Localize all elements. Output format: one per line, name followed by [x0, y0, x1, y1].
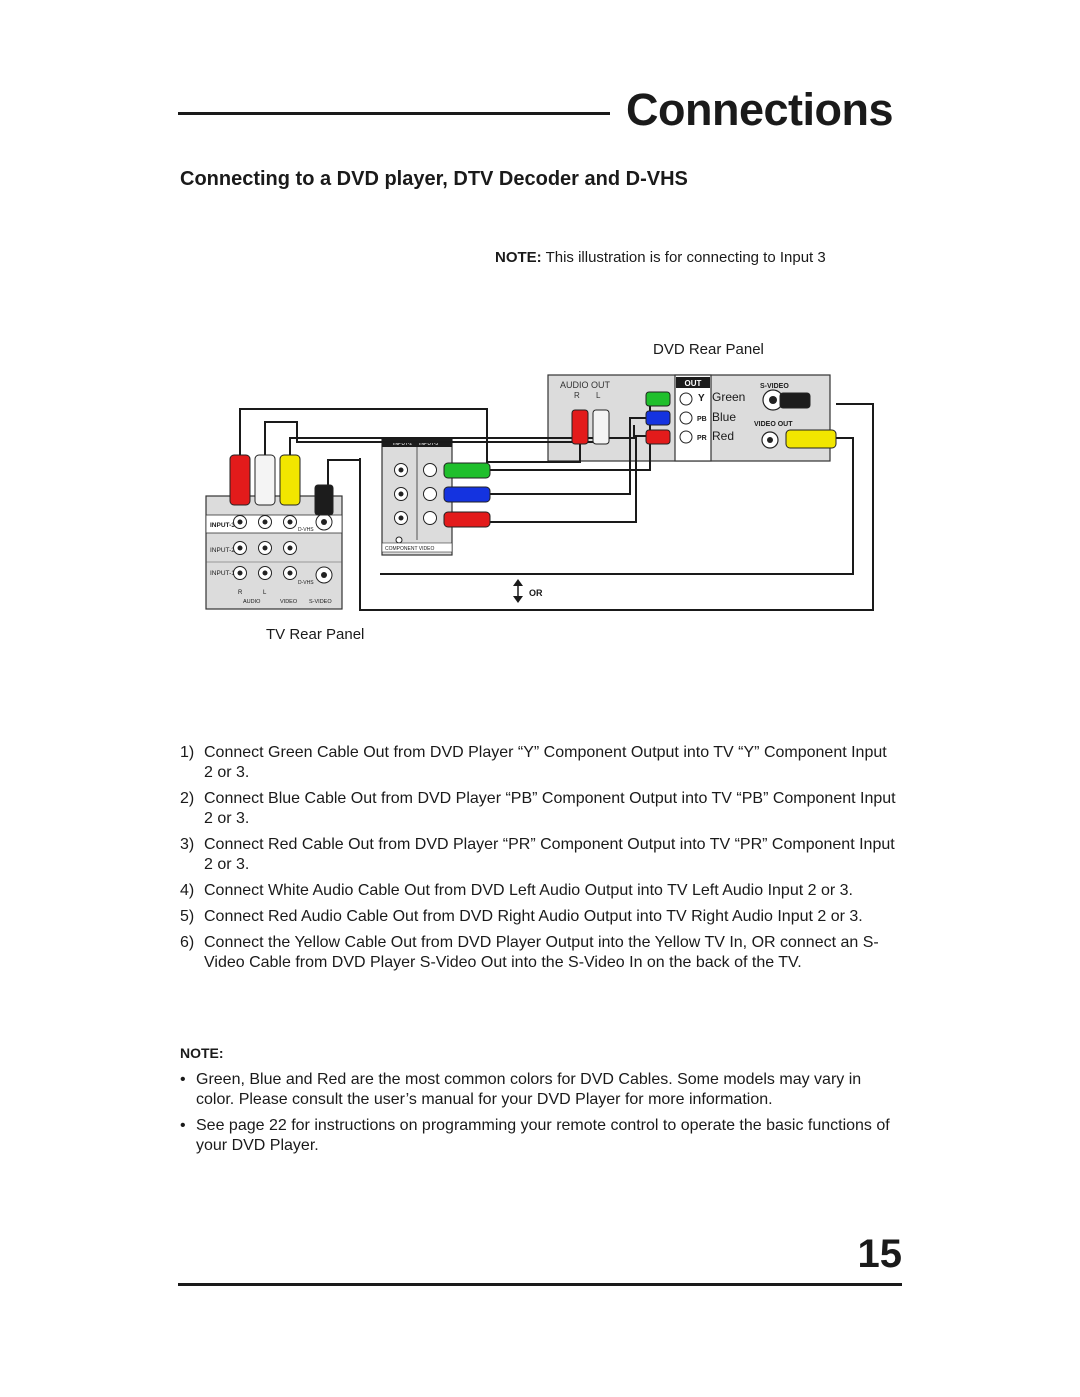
tv-audio-label: AUDIO	[243, 599, 261, 605]
illustration-note-text: This illustration is for connecting to I…	[545, 249, 826, 266]
bullet-text: See page 22 for instructions on programm…	[196, 1117, 890, 1154]
tv-panel-title: TV Rear Panel	[266, 626, 364, 643]
tv-video-label: VIDEO	[280, 599, 298, 605]
dvd-component-plugs	[645, 391, 671, 445]
dvd-panel-title: DVD Rear Panel	[653, 341, 764, 358]
dvd-pb-label: PB	[697, 416, 707, 423]
tv-dvhs-label-3: D-VHS	[298, 527, 314, 533]
list-item: 2) Connect Blue Cable Out from DVD Player…	[180, 789, 900, 829]
tv-component-plugs	[443, 462, 491, 528]
illustration-note: NOTE: This illustration is for connectin…	[495, 249, 826, 266]
dvd-green-label: Green	[712, 390, 745, 404]
dvd-y-label: Y	[698, 393, 705, 404]
tv-component-panel: INPUT-2 INPUT-3 COMPONENT VIDEO	[381, 437, 453, 556]
tv-svideo-label: S-VIDEO	[309, 599, 332, 605]
step-number: 4)	[180, 882, 195, 899]
list-item: 6) Connect the Yellow Cable Out from DVD …	[180, 933, 900, 973]
list-item: 5) Connect Red Audio Cable Out from DVD R…	[180, 907, 900, 927]
step-text: Connect White Audio Cable Out from DVD L…	[204, 882, 853, 899]
page-title: Connections	[626, 84, 894, 135]
step-text: Connect Blue Cable Out from DVD Player “…	[204, 790, 896, 827]
tv-l-label: L	[263, 590, 267, 596]
connection-diagram: DVD Rear Panel TV Rear Panel OUT AUDIO O…	[205, 341, 874, 643]
tv-dvhs-label-1: D-VHS	[298, 580, 314, 586]
tv-comp-input2-label: INPUT-2	[393, 441, 412, 447]
dvd-rear-panel: OUT AUDIO OUT R L Y PB PR Green Blue Red…	[547, 374, 831, 462]
dvd-r-label: R	[574, 391, 580, 400]
tv-input1-label: INPUT-1	[210, 570, 235, 577]
or-indicator: OR	[513, 579, 543, 603]
dvd-l-label: L	[596, 391, 601, 400]
bullet-mark: •	[180, 1117, 186, 1134]
section-subtitle: Connecting to a DVD player, DTV Decoder …	[180, 168, 688, 190]
tv-rear-panel: INPUT-3 INPUT-2 INPUT-1 D-VHS D-VHS R L …	[205, 495, 343, 610]
step-number: 2)	[180, 790, 195, 807]
step-number: 6)	[180, 934, 195, 951]
step-text: Connect Red Cable Out from DVD Player “P…	[204, 836, 895, 873]
dvd-red-label: Red	[712, 429, 734, 443]
or-label: OR	[529, 588, 543, 598]
dvd-audio-plugs	[571, 409, 610, 445]
illustration-note-label: NOTE:	[495, 249, 542, 266]
dvd-svideo-label: S-VIDEO	[760, 383, 789, 390]
dvd-video-plugs	[779, 392, 837, 449]
list-item: • See page 22 for instructions on program…	[180, 1116, 895, 1156]
list-item: • Green, Blue and Red are the most common…	[180, 1070, 895, 1110]
step-number: 3)	[180, 836, 195, 853]
step-text: Connect the Yellow Cable Out from DVD Pl…	[204, 934, 879, 971]
footer-rule	[178, 1283, 902, 1286]
tv-input3-label: INPUT-3	[210, 522, 235, 529]
tv-audio-video-plugs	[229, 454, 334, 516]
tv-r-label: R	[238, 590, 243, 596]
step-number: 5)	[180, 908, 195, 925]
step-text: Connect Red Audio Cable Out from DVD Rig…	[204, 908, 863, 925]
dvd-pr-label: PR	[697, 435, 707, 442]
header-rule	[178, 112, 610, 115]
note-bullets: • Green, Blue and Red are the most common…	[180, 1070, 895, 1162]
note-heading: NOTE:	[180, 1045, 224, 1061]
list-item: 1) Connect Green Cable Out from DVD Playe…	[180, 743, 900, 783]
dvd-audio-out-label: AUDIO OUT	[560, 380, 611, 390]
tv-input2-label: INPUT-2	[210, 547, 235, 554]
bullet-mark: •	[180, 1071, 186, 1088]
bullet-text: Green, Blue and Red are the most common …	[196, 1071, 862, 1108]
tv-component-video-label: COMPONENT VIDEO	[385, 546, 434, 552]
list-item: 3) Connect Red Cable Out from DVD Player …	[180, 835, 900, 875]
dvd-video-out-label: VIDEO OUT	[754, 421, 793, 428]
step-number: 1)	[180, 744, 195, 761]
dvd-out-label: OUT	[685, 379, 702, 388]
dvd-blue-label: Blue	[712, 410, 736, 424]
list-item: 4) Connect White Audio Cable Out from DVD…	[180, 881, 900, 901]
steps-list: 1) Connect Green Cable Out from DVD Playe…	[180, 743, 900, 979]
tv-comp-input3-label: INPUT-3	[419, 441, 438, 447]
step-text: Connect Green Cable Out from DVD Player …	[204, 744, 887, 781]
page-number: 15	[857, 1232, 903, 1276]
